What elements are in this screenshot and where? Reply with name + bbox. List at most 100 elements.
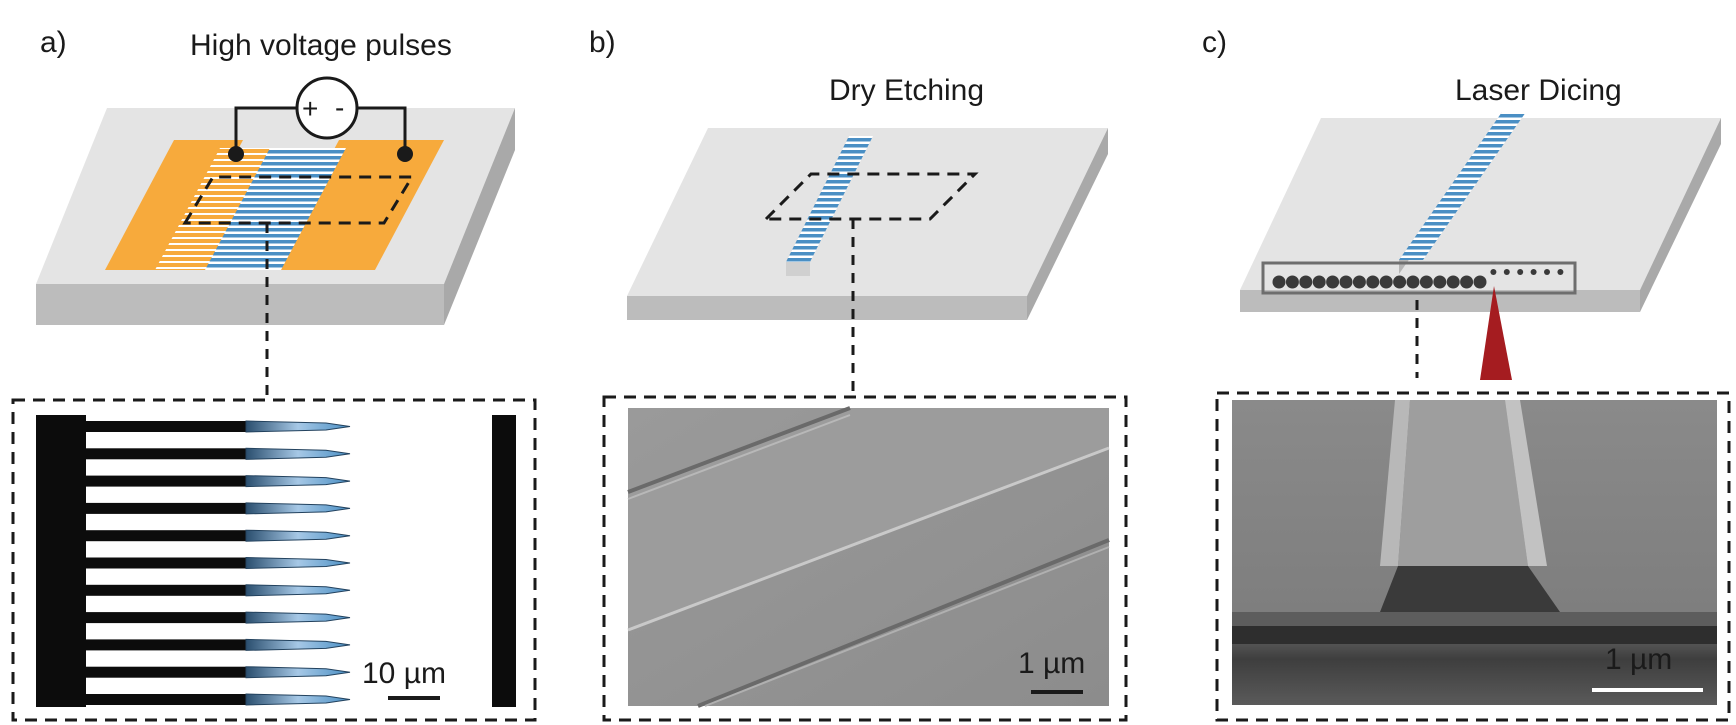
optical-micrograph: [36, 415, 516, 707]
inset-frame-b: [602, 395, 1128, 722]
panel-a: a) High voltage pulses + -: [11, 26, 537, 722]
panel-b-letter: b): [589, 26, 616, 59]
finger-tip: [245, 693, 351, 706]
substrate-cross-section: [1232, 612, 1717, 626]
finger-tip: [245, 584, 351, 597]
scalebar-b-label: 1 µm: [1018, 647, 1085, 680]
sem-b-edge-3-highlight: [704, 546, 1110, 707]
panel-b-title: Dry Etching: [829, 74, 984, 107]
finger-bar: [86, 694, 246, 705]
plus-sign: +: [302, 93, 318, 124]
laser-dot: [1503, 269, 1510, 275]
sem-b-edge-3: [697, 538, 1110, 708]
panel-a-title: High voltage pulses: [190, 29, 452, 62]
substrate-c: [1240, 118, 1721, 312]
finger-tip: [245, 529, 351, 542]
left-bus-bar: [36, 415, 86, 707]
substrate-b-top: [627, 128, 1108, 296]
laser-dot: [1272, 275, 1286, 289]
finger-tip: [245, 447, 351, 460]
laser-dot: [1339, 275, 1353, 289]
finger-tip: [245, 420, 351, 433]
sem-image-c: [1232, 400, 1717, 705]
laser-dot: [1352, 275, 1366, 289]
etched-fin: [786, 136, 873, 276]
sem-b-band: [628, 408, 1109, 630]
finger-bar: [86, 475, 246, 487]
ridge-face: [1398, 400, 1528, 566]
right-wire: [356, 106, 407, 152]
laser-beam: [1480, 286, 1512, 380]
etched-fin-c: [1399, 112, 1526, 274]
ridge-left-wall: [1380, 400, 1410, 566]
panel-c-letter: c): [1202, 26, 1227, 59]
left-contact-dot: [228, 146, 244, 162]
panel-a-letter: a): [40, 26, 67, 59]
laser-dot: [1433, 275, 1447, 289]
finger-bar: [86, 502, 246, 514]
finger-bar: [86, 448, 246, 460]
laser-dot: [1473, 275, 1487, 289]
laser-dot: [1366, 275, 1380, 289]
finger-bar: [86, 666, 246, 678]
panel-c-title: Laser Dicing: [1455, 74, 1622, 107]
laser-dot: [1393, 275, 1407, 289]
dashed-selection-b: [762, 172, 979, 221]
right-electrode: [270, 140, 444, 270]
right-bus-bar: [492, 415, 516, 707]
right-contact-dot: [397, 146, 413, 162]
laser-dot: [1285, 275, 1299, 289]
finger-group: [86, 420, 351, 706]
scalebar-a-label: 10 µm: [362, 657, 446, 690]
substrate-c-top: [1240, 118, 1721, 290]
finger-tip: [245, 556, 351, 570]
laser-dot: [1446, 275, 1460, 289]
finger-bar: [86, 639, 246, 651]
laser-dot: [1517, 269, 1524, 275]
finger-bar: [86, 557, 246, 569]
left-wire: [234, 106, 298, 152]
panel-c: c) Laser Dicing 1 µm: [1202, 26, 1731, 722]
panel-b: b) Dry Etching 1 µm: [589, 26, 1128, 722]
scalebar-c-label: 1 µm: [1605, 643, 1672, 676]
substrate-b-front: [627, 296, 1027, 320]
laser-dot: [1299, 275, 1313, 289]
substrate-b-side: [1027, 128, 1108, 320]
fin-end: [786, 262, 810, 276]
substrate-c-front: [1240, 290, 1640, 312]
finger-tip: [245, 475, 351, 488]
substrate-a-side: [444, 108, 515, 325]
finger-tip: [245, 666, 351, 679]
dark-band: [1232, 626, 1717, 644]
finger-bar: [86, 530, 246, 542]
laser-dot: [1406, 275, 1420, 289]
laser-dot: [1460, 275, 1474, 289]
minus-sign: -: [335, 92, 344, 123]
fin-c-top: [1399, 112, 1526, 260]
laser-dot: [1312, 275, 1326, 289]
fin-top: [786, 136, 873, 262]
finger-bar: [86, 584, 246, 596]
laser-dot: [1419, 275, 1433, 289]
finger-bar: [86, 612, 246, 624]
laser-dot: [1557, 269, 1564, 275]
inset-frame-a: [11, 398, 537, 722]
ridge-right-wall: [1505, 400, 1547, 566]
dicing-window: [1261, 261, 1577, 295]
finger-tip: [245, 611, 351, 624]
substrate-c-side: [1640, 118, 1721, 312]
finger-tip: [245, 638, 351, 651]
laser-dot: [1326, 275, 1340, 289]
laser-dot: [1544, 269, 1550, 275]
finger-bar: [86, 421, 246, 432]
ridge-cross-section: [1380, 566, 1560, 612]
laser-dot-row: [1272, 269, 1564, 289]
substrate-b: [627, 128, 1108, 320]
laser-dot: [1379, 275, 1393, 289]
sem-image-b: [627, 406, 1110, 708]
sem-b-edge-2: [627, 446, 1110, 632]
sem-b-edge-1-highlight: [627, 414, 851, 500]
substrate-a-front: [36, 284, 444, 325]
sem-b-edge-1: [627, 406, 851, 494]
